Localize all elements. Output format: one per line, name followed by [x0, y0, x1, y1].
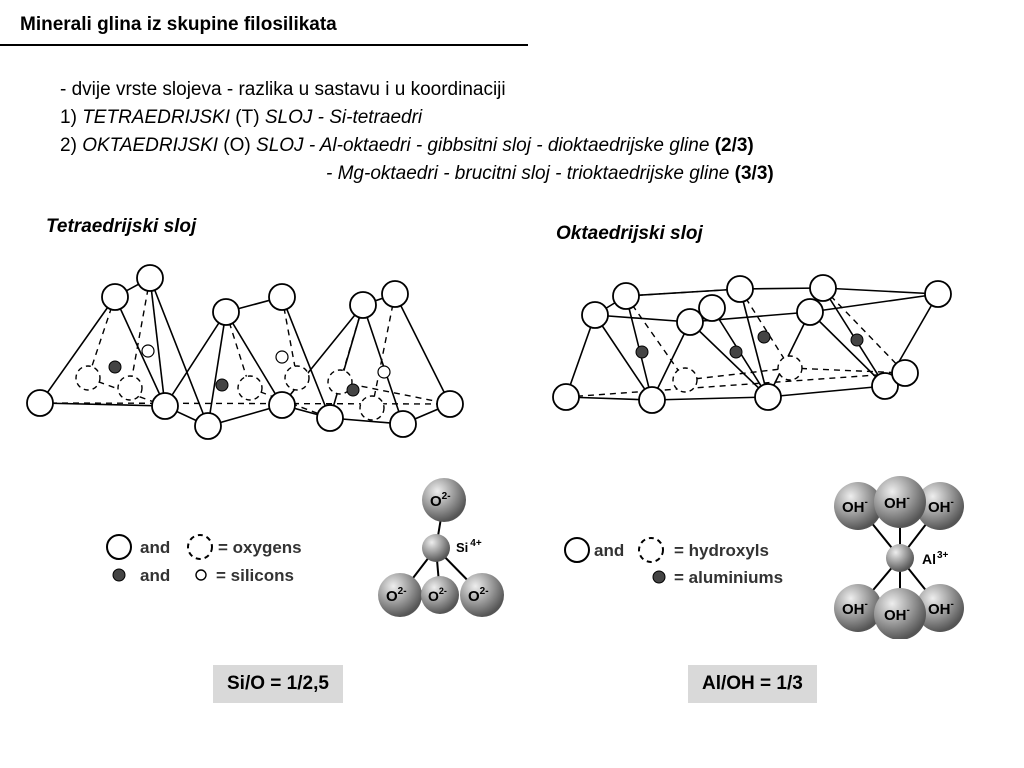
silicon-open-symbol [195, 569, 207, 581]
term-mg-oktaedri: - Mg-oktaedri - brucitni sloj - trioktae… [326, 163, 735, 184]
ion-o-top: O2- [430, 491, 451, 510]
term-al-oktaedri: SLOJ - Al-oktaedri - gibbsitni sloj - di… [256, 135, 715, 156]
octahedral-heading: Oktaedrijski sloj [556, 223, 703, 244]
aluminium-symbol [652, 570, 666, 584]
term-si-tetraedri: SLOJ - Si-tetraedri [264, 107, 423, 128]
slide-title: Minerali glina iz skupine filosilikata [20, 14, 337, 35]
bullet-line-3: 2) OKTAEDRIJSKI (O) SLOJ - Al-oktaedri -… [60, 132, 774, 160]
hydroxyl-bottom-right-sphere [916, 584, 964, 632]
bullet-list: - dvije vrste slojeva - razlika u sastav… [60, 76, 774, 188]
ion-oh-5: OH- [884, 605, 910, 624]
ion-oh-3: OH- [928, 497, 954, 516]
hydroxyl-solid-symbol [564, 537, 590, 563]
hydroxyl-top-left-sphere [834, 482, 882, 530]
ion-oh-6: OH- [928, 599, 954, 618]
bullet-number: 1) [60, 107, 83, 128]
legend-and-2: and [140, 566, 170, 585]
silicon-filled-symbol [112, 568, 126, 582]
term-o: (O) [218, 135, 257, 156]
silicon-sphere [422, 534, 450, 562]
ion-oh-2: OH- [884, 493, 910, 512]
term-t: (T) [230, 107, 265, 128]
hydroxyl-dashed-symbol [638, 537, 664, 563]
tetrahedral-sheet-diagram [26, 264, 464, 440]
ratio-3-3: (3/3) [734, 163, 774, 184]
hydroxyl-bottom-middle-sphere [874, 588, 926, 639]
aloh6-sphere-model: OH- OH- OH- Al3+ OH- OH- OH- [834, 476, 964, 639]
oxygen-middle-sphere [421, 576, 459, 614]
oxygen-left-sphere [378, 573, 422, 617]
aluminium-sphere [886, 544, 914, 572]
oxygen-solid-symbol [106, 534, 132, 560]
legend-silicons: = silicons [216, 566, 294, 585]
legend-and: and [140, 538, 170, 557]
legend-oxygens: = oxygens [218, 538, 302, 557]
oxygen-top-sphere [422, 478, 466, 522]
bullet-number: 2) [60, 135, 83, 156]
ion-al: Al3+ [922, 550, 949, 567]
term-tetraedrijski: TETRAEDRIJSKI [82, 107, 230, 128]
ion-o-right: O2- [468, 586, 489, 605]
hydroxyl-bottom-left-sphere [834, 584, 882, 632]
oxygen-dashed-symbol [187, 534, 213, 560]
oxygen-right-sphere [460, 573, 504, 617]
ion-o-middle: O2- [428, 586, 447, 604]
legend-tetrahedral: and = oxygens and = silicons [106, 534, 302, 585]
tetrahedral-heading: Tetraedrijski sloj [46, 216, 197, 237]
title-underline [0, 44, 528, 46]
hydroxyl-top-right-sphere [916, 482, 964, 530]
term-oktaedrijski: OKTAEDRIJSKI [82, 135, 219, 156]
ion-oh-1: OH- [842, 497, 868, 516]
legend-hydroxyls: = hydroxyls [674, 541, 769, 560]
bullet-line-2: 1) TETRAEDRIJSKI (T) SLOJ - Si-tetraedri [60, 104, 774, 132]
si-o-ratio-box: Si/O = 1/2,5 [213, 665, 343, 703]
legend-octahedral: and = hydroxyls = aluminiums [564, 537, 783, 587]
ion-oh-4: OH- [842, 599, 868, 618]
legend-aluminiums: = aluminiums [674, 568, 783, 587]
ratio-2-3: (2/3) [714, 135, 754, 156]
ion-o-left: O2- [386, 586, 407, 605]
bullet-line-1: - dvije vrste slojeva - razlika u sastav… [60, 79, 506, 100]
bullet-line-4: - Mg-oktaedri - brucitni sloj - trioktae… [60, 160, 774, 188]
hydroxyl-top-middle-sphere [874, 476, 926, 528]
octahedral-sheet-diagram [552, 274, 952, 414]
al-oh-ratio-box: Al/OH = 1/3 [688, 665, 817, 703]
legend-and: and [594, 541, 624, 560]
